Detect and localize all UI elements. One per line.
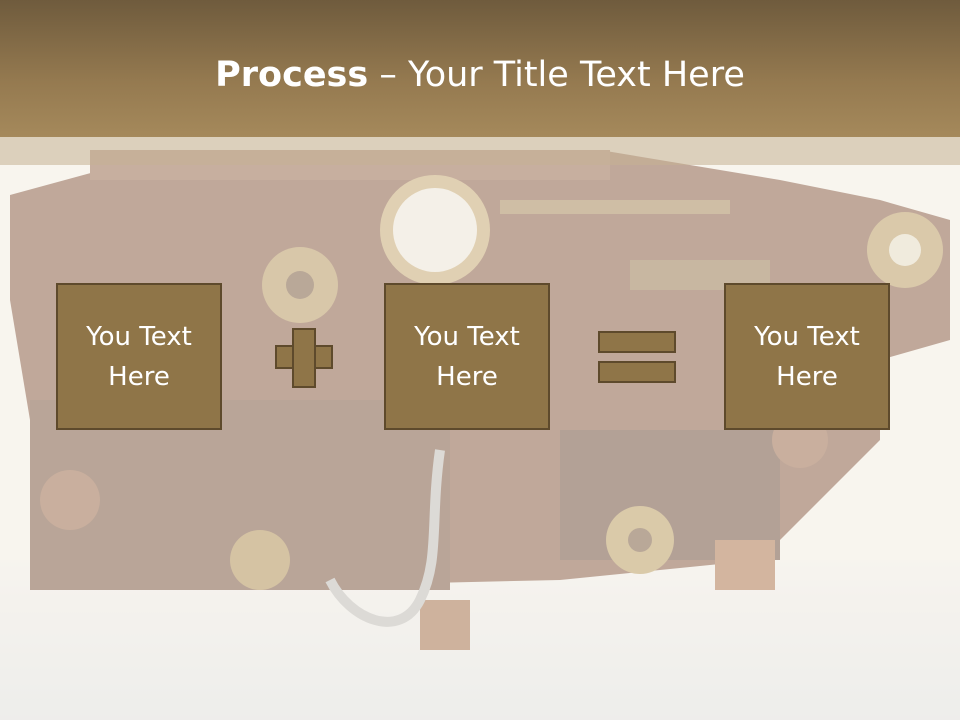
title-band bbox=[0, 137, 960, 165]
process-box-2-text: You Text Here bbox=[414, 321, 520, 392]
title-rest: – Your Title Text Here bbox=[368, 55, 745, 95]
slide-title: Process – Your Title Text Here bbox=[0, 52, 960, 98]
equals-bar-top bbox=[598, 331, 676, 353]
title-bold: Process bbox=[215, 55, 369, 95]
process-box-2[interactable]: You Text Here bbox=[384, 283, 550, 430]
process-box-1-text: You Text Here bbox=[86, 321, 192, 392]
process-box-3[interactable]: You Text Here bbox=[724, 283, 890, 430]
process-box-1[interactable]: You Text Here bbox=[56, 283, 222, 430]
equals-bar-bottom bbox=[598, 361, 676, 383]
title-bar: Process – Your Title Text Here bbox=[0, 0, 960, 137]
plus-center bbox=[294, 347, 314, 367]
process-box-3-text: You Text Here bbox=[754, 321, 860, 392]
